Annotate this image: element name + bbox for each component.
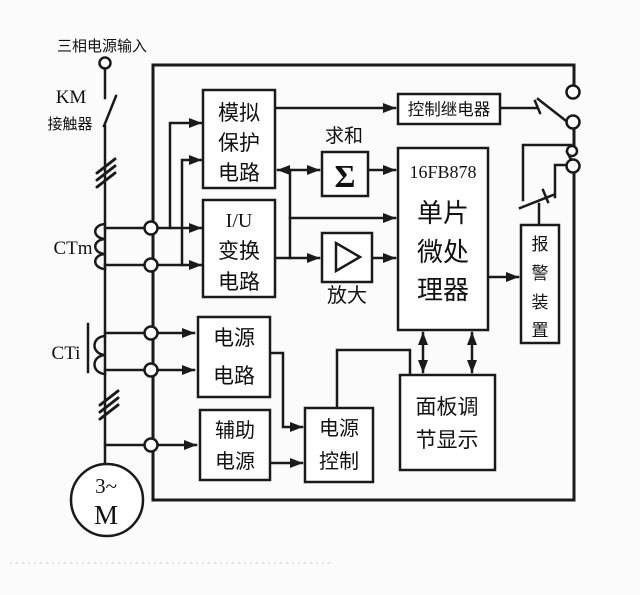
terminal-cti-1: [143, 325, 159, 341]
contact-a-tick: [533, 99, 542, 115]
contact-b-terminal-bottom: [565, 158, 581, 174]
panel-display-block: [398, 373, 497, 472]
cable-hatch-upper: [95, 157, 117, 189]
mcu-block: [396, 146, 490, 332]
power-control-block: [303, 406, 375, 484]
analog-protection-label-1: 模拟: [218, 102, 260, 125]
control-relay-label: 控制继电器: [408, 100, 491, 119]
mcu-label-1: 单片: [417, 198, 469, 228]
motor-symbol: [69, 462, 145, 538]
power-circuit-label-1: 电源: [213, 327, 255, 350]
iu-conversion-label-3: 电路: [218, 271, 260, 294]
iu-conversion-block: [201, 198, 277, 299]
sum-block: [320, 150, 370, 198]
contact-b-tick: [541, 188, 550, 204]
alarm-label-4: 置: [532, 321, 549, 340]
sum-caption: 求和: [325, 125, 363, 147]
motor-phase-label: 3~: [95, 474, 117, 498]
terminal-motor: [143, 437, 159, 453]
analog-protection-label-2: 保护: [218, 132, 260, 155]
alarm-label-3: 装: [532, 293, 549, 312]
aux-power-block: [198, 408, 272, 482]
contact-b-blade: [518, 193, 555, 210]
analog-protection-block: [201, 88, 277, 190]
iu-conversion-label-2: 变换: [218, 240, 260, 263]
panel-display-label-1: 面板调: [416, 396, 479, 419]
mcu-label-2: 微处: [417, 237, 469, 267]
km-sub-label: 接触器: [47, 116, 92, 133]
amplifier-triangle-icon: [334, 240, 363, 274]
cti-label: CTi: [52, 343, 81, 364]
panel-display-label-2: 节显示: [416, 429, 479, 452]
alarm-block: [519, 223, 561, 345]
contact-a-terminal-bottom: [565, 114, 581, 130]
alarm-label-2: 警: [532, 264, 549, 283]
control-relay-block: [396, 92, 502, 126]
power-circuit-block: [196, 315, 272, 399]
motor-letter-label: M: [94, 500, 118, 530]
contact-b-terminal-top: [565, 144, 579, 158]
terminal-ctm-1: [143, 220, 159, 236]
terminal-cti-2: [143, 362, 159, 378]
alarm-label-1: 报: [532, 235, 549, 254]
branch-to-analog-2: [180, 155, 203, 267]
aux-power-label-2: 电源: [215, 450, 255, 473]
cable-hatch-lower: [98, 389, 120, 421]
aux-power-label-1: 辅助: [215, 419, 255, 442]
mcu-label-3: 理器: [417, 275, 469, 305]
supply-terminal: [98, 56, 112, 70]
power-to-ctrl-line: [268, 351, 304, 432]
mcu-model-label: 16FB878: [409, 162, 476, 182]
km-label: KM: [56, 87, 87, 108]
sigma-symbol: Σ: [335, 158, 356, 194]
branch-to-analog-1: [168, 118, 203, 230]
contact-a-blade: [536, 97, 572, 126]
terminal-ctm-2: [143, 257, 159, 273]
power-circuit-label-2: 电路: [213, 365, 255, 388]
amp-caption: 放大: [327, 284, 367, 307]
ctm-coil: [94, 222, 107, 271]
power-control-label-1: 电源: [319, 417, 359, 440]
ctm-label: CTm: [53, 238, 92, 259]
km-contactor-blade: [102, 94, 118, 128]
contact-a-terminal-top: [565, 84, 581, 100]
amplifier-block: [320, 231, 374, 284]
analog-protection-label-3: 电路: [218, 162, 260, 185]
cti-coil: [93, 334, 107, 376]
iu-conversion-label-1: I/U: [226, 210, 253, 232]
ctrl-to-panel-line: [335, 348, 412, 410]
power-control-label-2: 控制: [319, 450, 359, 473]
contact-b-bracket-1: [521, 143, 573, 202]
power-input-label: 三相电源输入: [57, 38, 147, 55]
